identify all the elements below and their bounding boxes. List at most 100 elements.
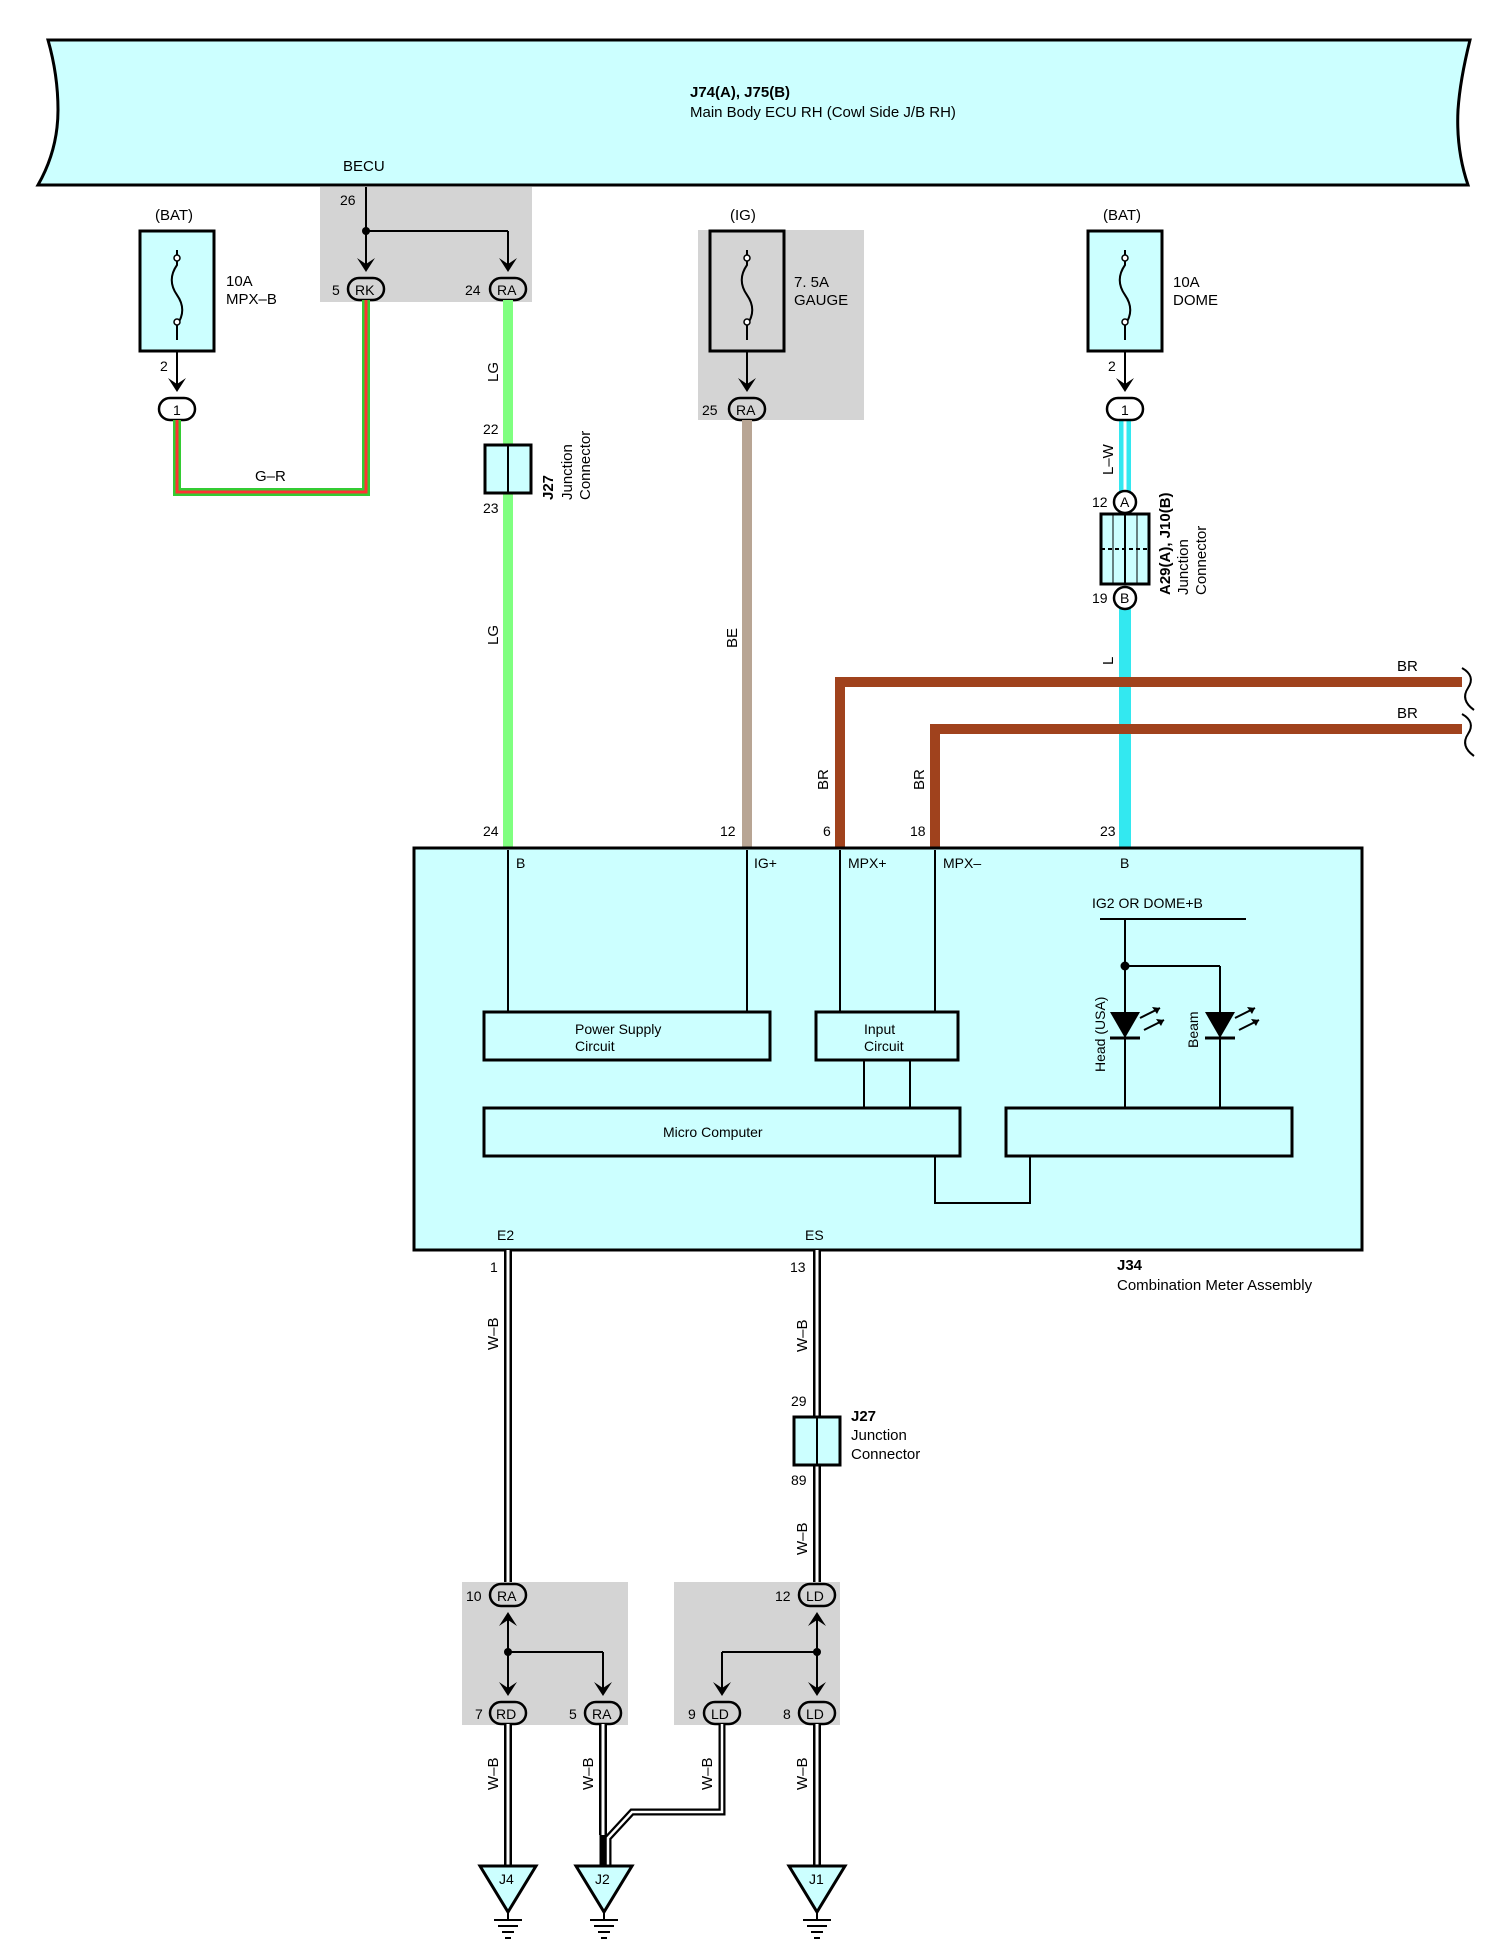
j27-bottom-pin-bottom: 89 <box>791 1472 807 1488</box>
wire-br2-end-label: BR <box>1397 705 1418 722</box>
splice-right-bl-label: LD <box>711 1706 729 1722</box>
ecu-code: J74(A), J75(B) <box>690 84 790 101</box>
arrow-ra <box>499 258 517 272</box>
fuse-dome-name: DOME <box>1173 292 1218 309</box>
wire-wb7-label: W–B <box>794 1757 811 1790</box>
ground-j4-label: J4 <box>499 1871 514 1887</box>
splice-right-top-label: LD <box>806 1588 824 1604</box>
micro-computer-box <box>482 1106 962 1158</box>
wire-lw-label: L–W <box>1100 443 1117 475</box>
wire-br1-label: BR <box>815 769 832 790</box>
meter-pin-6-num: 6 <box>823 823 831 839</box>
wire-be-label: BE <box>724 628 741 648</box>
ground-j2-label: J2 <box>595 1871 610 1887</box>
meter-es-num: 13 <box>790 1259 806 1275</box>
fuse-dome-rating: 10A <box>1173 274 1200 291</box>
wire-br2-break <box>1461 713 1475 757</box>
wire-wb1-label: W–B <box>485 1317 502 1350</box>
meter-pin-18-num: 18 <box>910 823 926 839</box>
connector-ra-num: 24 <box>465 282 481 298</box>
j27-top-pin-top: 22 <box>483 421 499 437</box>
arrow-dome <box>1116 378 1134 392</box>
wire-l-label: L <box>1100 657 1117 665</box>
connector-ra-label: RA <box>497 282 517 298</box>
led-head-label: Head (USA) <box>1092 997 1108 1072</box>
ground-j4 <box>477 1864 539 1939</box>
a29-conn-top-label: A <box>1120 494 1130 510</box>
a29-pin-bottom: 19 <box>1092 590 1108 606</box>
wire-wb-j2b <box>604 1724 726 1870</box>
fuse-mpxb-source: (BAT) <box>155 207 193 224</box>
becu-junction-dot <box>362 227 370 235</box>
connector-rk-num: 5 <box>332 282 340 298</box>
fuse-dome-icon <box>1118 250 1132 340</box>
wire-gr-stripe <box>175 300 368 494</box>
fuse-gauge-conn-label: RA <box>736 402 756 418</box>
power-supply-line1: Power Supply <box>575 1021 661 1037</box>
splice-left-br-label: RA <box>592 1706 612 1722</box>
wire-lg1-label: LG <box>485 362 502 382</box>
ground-j1-label: J1 <box>809 1871 824 1887</box>
arrow-mpxb <box>168 378 186 392</box>
splice-right-br-label: LD <box>806 1706 824 1722</box>
j27-top-line2: Connector <box>577 431 594 500</box>
wire-wb3-label: W–B <box>794 1522 811 1555</box>
fuse-gauge-rating: 7. 5A <box>794 274 829 291</box>
meter-e2-label: E2 <box>497 1227 514 1243</box>
power-supply-box <box>482 1010 772 1062</box>
splice-left-top-label: RA <box>497 1588 517 1604</box>
a29-line1: Junction <box>1175 539 1192 595</box>
a29-conn-bottom-label: B <box>1120 590 1129 606</box>
fuse-gauge-name: GAUGE <box>794 292 848 309</box>
wire-wb4-label: W–B <box>485 1757 502 1790</box>
meter-es-label: ES <box>805 1227 824 1243</box>
splice-left-br-num: 5 <box>569 1706 577 1722</box>
led-driver-box <box>1004 1106 1294 1158</box>
ecu-box <box>35 38 1472 187</box>
meter-pin-12-num: 12 <box>720 823 736 839</box>
j27-top-line1: Junction <box>559 444 576 500</box>
splice-left-bl-num: 7 <box>475 1706 483 1722</box>
wire-br2 <box>930 724 1462 848</box>
a29-code: A29(A), J10(B) <box>1157 492 1174 595</box>
fuse-mpxb-icon <box>170 250 184 340</box>
ecu-name: Main Body ECU RH (Cowl Side J/B RH) <box>690 104 956 121</box>
meter-pin-18-label: MPX– <box>943 855 981 871</box>
wire-wb2-label: W–B <box>794 1319 811 1352</box>
splice-right-bl-num: 9 <box>688 1706 696 1722</box>
fuse-mpxb-conn-label: 1 <box>173 402 181 418</box>
wire-wb5-label: W–B <box>580 1757 597 1790</box>
wire-br1-end-label: BR <box>1397 658 1418 675</box>
j27-bottom-code: J27 <box>851 1408 876 1425</box>
wire-br1-break <box>1461 667 1475 711</box>
meter-pin-6-label: MPX+ <box>848 855 887 871</box>
fuse-dome-conn-label: 1 <box>1121 402 1129 418</box>
j27-top-pin-bottom: 23 <box>483 500 499 516</box>
input-circuit-line1: Input <box>864 1021 895 1037</box>
a29-pin-top: 12 <box>1092 494 1108 510</box>
fuse-gauge-pin: 25 <box>702 402 718 418</box>
meter-code: J34 <box>1117 1257 1143 1274</box>
arrow-gauge <box>738 378 756 392</box>
a29-conn-bottom <box>1112 585 1138 611</box>
input-circuit-box <box>814 1010 960 1062</box>
ground-j2 <box>573 1864 635 1939</box>
wire-lg2-label: LG <box>485 625 502 645</box>
fuse-dome-source: (BAT) <box>1103 207 1141 224</box>
power-supply-line2: Circuit <box>575 1038 615 1054</box>
meter-pin-23-num: 23 <box>1100 823 1116 839</box>
meter-pin-23-label: B <box>1120 855 1129 871</box>
becu-label: BECU <box>343 158 385 175</box>
wire-br1 <box>835 677 1462 848</box>
splice-left-top-num: 10 <box>466 1588 482 1604</box>
arrow-rk <box>357 258 375 272</box>
micro-to-driver-wire <box>934 1156 1031 1204</box>
splice-right-top-conn <box>797 1582 837 1608</box>
meter-pin-24-label: B <box>516 855 525 871</box>
led-beam-icon <box>1205 1012 1235 1038</box>
a29-line2: Connector <box>1193 526 1210 595</box>
fuse-dome-conn <box>1105 396 1145 422</box>
ground-j1 <box>786 1864 848 1939</box>
wire-wb6-label: W–B <box>699 1757 716 1790</box>
